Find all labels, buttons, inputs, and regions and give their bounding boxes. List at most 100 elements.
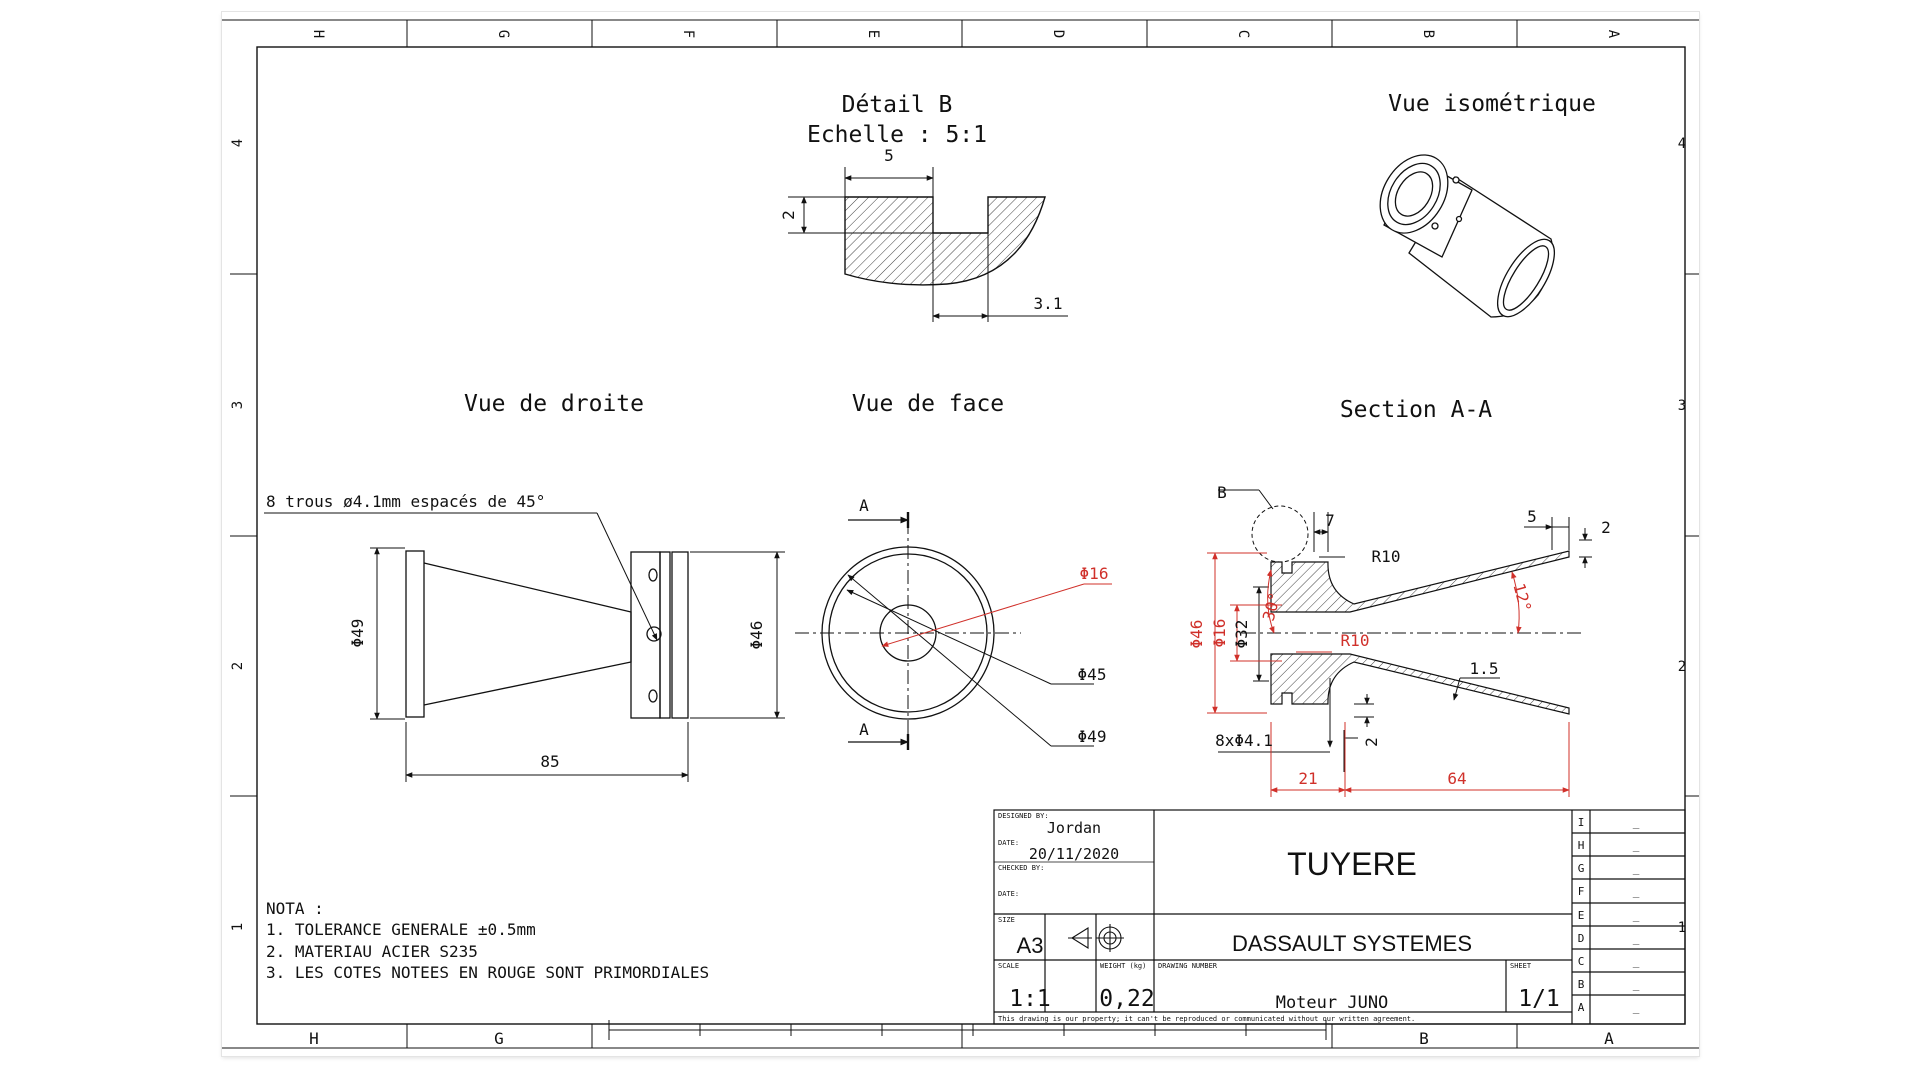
row-right-2: 2	[1678, 659, 1686, 675]
notes-line-1: 1. TOLERANCE GENERALE ±0.5mm	[266, 920, 536, 939]
tb-date2-label: DATE:	[998, 890, 1019, 898]
zone-top-c: C	[1235, 30, 1251, 38]
zone-top-e: E	[865, 30, 881, 38]
detail-b-view: Détail B Echelle : 5:1 5 2 3.1	[779, 92, 1068, 322]
right-view-title: Vue de droite	[464, 391, 644, 417]
rev-value: _	[1633, 839, 1640, 852]
detail-b-dim-width: 5	[884, 146, 894, 165]
drawing-sheet: H G F E D C B A H G B A 4 3 2 1 4 3 2 1 …	[222, 12, 1699, 1056]
section-dia-16: Φ16	[1210, 619, 1229, 648]
rev-value: _	[1633, 955, 1640, 968]
row-right-4: 4	[1678, 136, 1686, 152]
rev-letter-d: D	[1578, 932, 1585, 945]
section-dia-46: Φ46	[1187, 620, 1206, 649]
tb-weight-label: WEIGHT (kg)	[1100, 962, 1146, 970]
frame-zone-labels-top: H G F E D C B A	[310, 30, 1621, 39]
front-view-dim-dia45: Φ45	[1078, 665, 1107, 684]
tb-checked-by-label: CHECKED BY:	[998, 864, 1044, 872]
tb-drawing-number: Moteur JUNO	[1276, 993, 1389, 1013]
tb-scale: 1:1	[1009, 986, 1051, 1012]
detail-b-section	[844, 196, 1046, 286]
tb-date-label: DATE:	[998, 839, 1019, 847]
rev-letter-e: E	[1578, 909, 1585, 922]
zone-top-h: H	[310, 30, 326, 38]
rev-value: _	[1633, 816, 1640, 829]
right-view-dim-length: 85	[540, 752, 559, 771]
front-view-dim-dia49: Φ49	[1078, 727, 1107, 746]
iso-title: Vue isométrique	[1388, 91, 1596, 117]
rev-letter-f: F	[1578, 885, 1585, 898]
section-dim-2-top: 2	[1601, 518, 1611, 537]
sheet-frame	[222, 19, 1699, 1049]
right-view-dim-dia49: Φ49	[348, 619, 367, 648]
rev-letter-i: I	[1578, 816, 1585, 829]
rev-value: _	[1633, 862, 1640, 875]
section-title: Section A-A	[1340, 397, 1492, 423]
section-dim-7: 7	[1325, 511, 1335, 530]
right-view: Vue de droite 8 trous ø4.1mm espacés de …	[264, 391, 785, 782]
front-view: Vue de face A A Φ16 Φ45 Φ49	[795, 391, 1112, 750]
isometric-view: Vue isométrique	[1379, 91, 1596, 318]
rev-value: _	[1633, 1001, 1640, 1014]
row-left-1: 1	[230, 923, 246, 931]
rev-letter-g: G	[1578, 862, 1585, 875]
section-radius-mid: R10	[1341, 631, 1370, 650]
front-view-title: Vue de face	[852, 391, 1004, 417]
revision-table: I H G F E D C B A _ _ _ _ _ _ _ _ _	[1578, 816, 1640, 1014]
frame-zone-labels-bottom: H G B A	[309, 1029, 1614, 1048]
zone-top-a: A	[1605, 30, 1621, 39]
general-notes: NOTA : 1. TOLERANCE GENERALE ±0.5mm 2. M…	[266, 899, 709, 982]
row-right-3: 3	[1678, 398, 1686, 414]
section-dim-1-5: 1.5	[1470, 659, 1499, 678]
front-view-section-a-bottom: A	[859, 720, 869, 739]
section-a-a-view: Section A-A	[1187, 397, 1611, 797]
zone-bottom-g: G	[494, 1029, 504, 1048]
section-radius-top: R10	[1372, 547, 1401, 566]
zone-bottom-a: A	[1604, 1029, 1614, 1048]
right-view-dim-dia46: Φ46	[747, 621, 766, 650]
notes-line-2: 2. MATERIAU ACIER S235	[266, 942, 478, 961]
front-view-dim-dia16: Φ16	[1080, 564, 1109, 583]
section-dia-32: Φ32	[1232, 620, 1251, 649]
detail-b-scale: Echelle : 5:1	[807, 122, 987, 148]
tb-weight: 0,22	[1099, 986, 1154, 1012]
rev-value: _	[1633, 885, 1640, 898]
tb-designed-by: Jordan	[1047, 819, 1101, 837]
right-view-holes-note: 8 trous ø4.1mm espacés de 45°	[266, 492, 545, 511]
section-angle-12: 12°	[1509, 581, 1535, 614]
tb-size-label: SIZE	[998, 916, 1015, 924]
tb-size: A3	[1017, 933, 1044, 958]
tb-designed-by-label: DESIGNED BY:	[998, 812, 1049, 820]
rev-value: _	[1633, 978, 1640, 991]
rev-letter-c: C	[1578, 955, 1585, 968]
rev-value: _	[1633, 909, 1640, 922]
zone-top-b: B	[1420, 30, 1436, 38]
tb-sheet: 1/1	[1518, 986, 1560, 1012]
rev-letter-a: A	[1578, 1001, 1585, 1014]
section-dim-21: 21	[1298, 769, 1317, 788]
row-right-1: 1	[1678, 920, 1686, 936]
section-angle-30: 30°	[1259, 590, 1285, 623]
rev-letter-b: B	[1578, 978, 1585, 991]
tb-date: 20/11/2020	[1029, 845, 1119, 863]
frame-row-labels: 4 3 2 1 4 3 2 1	[230, 136, 1686, 936]
zone-top-f: F	[680, 30, 696, 38]
tb-scale-label: SCALE	[998, 962, 1019, 970]
section-dim-2-bottom: 2	[1362, 737, 1381, 747]
title-block: DESIGNED BY: DATE: CHECKED BY: DATE: SIZ…	[993, 809, 1686, 1025]
detail-b-title: Détail B	[842, 92, 953, 118]
rev-letter-h: H	[1578, 839, 1585, 852]
front-view-section-a-top: A	[859, 496, 869, 515]
notes-line-3: 3. LES COTES NOTEES EN ROUGE SONT PRIMOR…	[266, 963, 709, 982]
tb-sheet-label: SHEET	[1510, 962, 1532, 970]
row-left-4: 4	[230, 139, 246, 147]
tb-title: TUYERE	[1287, 846, 1417, 882]
section-dim-64: 64	[1447, 769, 1466, 788]
detail-b-dim-offset: 3.1	[1034, 294, 1063, 313]
zone-bottom-h: H	[309, 1029, 319, 1048]
rev-value: _	[1633, 932, 1640, 945]
section-holes: 8xΦ4.1	[1215, 731, 1273, 750]
projection-symbol-icon	[1068, 924, 1124, 952]
zone-top-d: D	[1050, 30, 1066, 38]
